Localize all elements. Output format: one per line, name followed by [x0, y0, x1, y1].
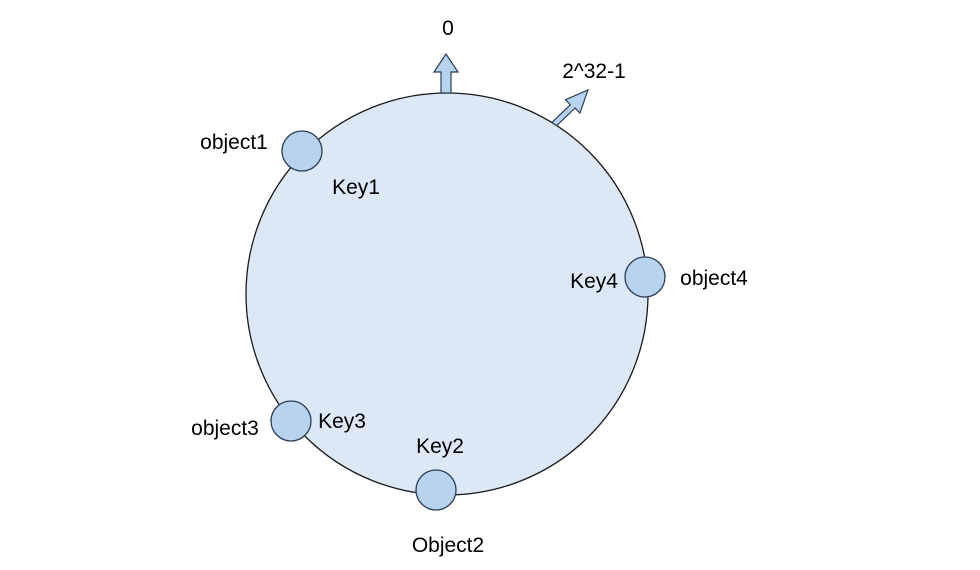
ring-start-arrow [432, 52, 460, 94]
ring-start-label: 0 [442, 17, 454, 40]
key4-node [624, 256, 666, 298]
key4-label: Key4 [570, 270, 618, 293]
object4-label: object4 [680, 267, 748, 290]
key3-label: Key3 [318, 410, 366, 433]
key1-node [281, 130, 323, 172]
key2-node [415, 469, 457, 511]
key2-label: Key2 [416, 435, 464, 458]
ring-end-arrow [550, 88, 590, 127]
object3-label: object3 [191, 417, 259, 440]
key1-label: Key1 [332, 176, 380, 199]
object2-label: Object2 [412, 534, 484, 557]
object1-label: object1 [200, 131, 268, 154]
key3-node [270, 400, 312, 442]
ring-end-label: 2^32-1 [562, 60, 626, 83]
